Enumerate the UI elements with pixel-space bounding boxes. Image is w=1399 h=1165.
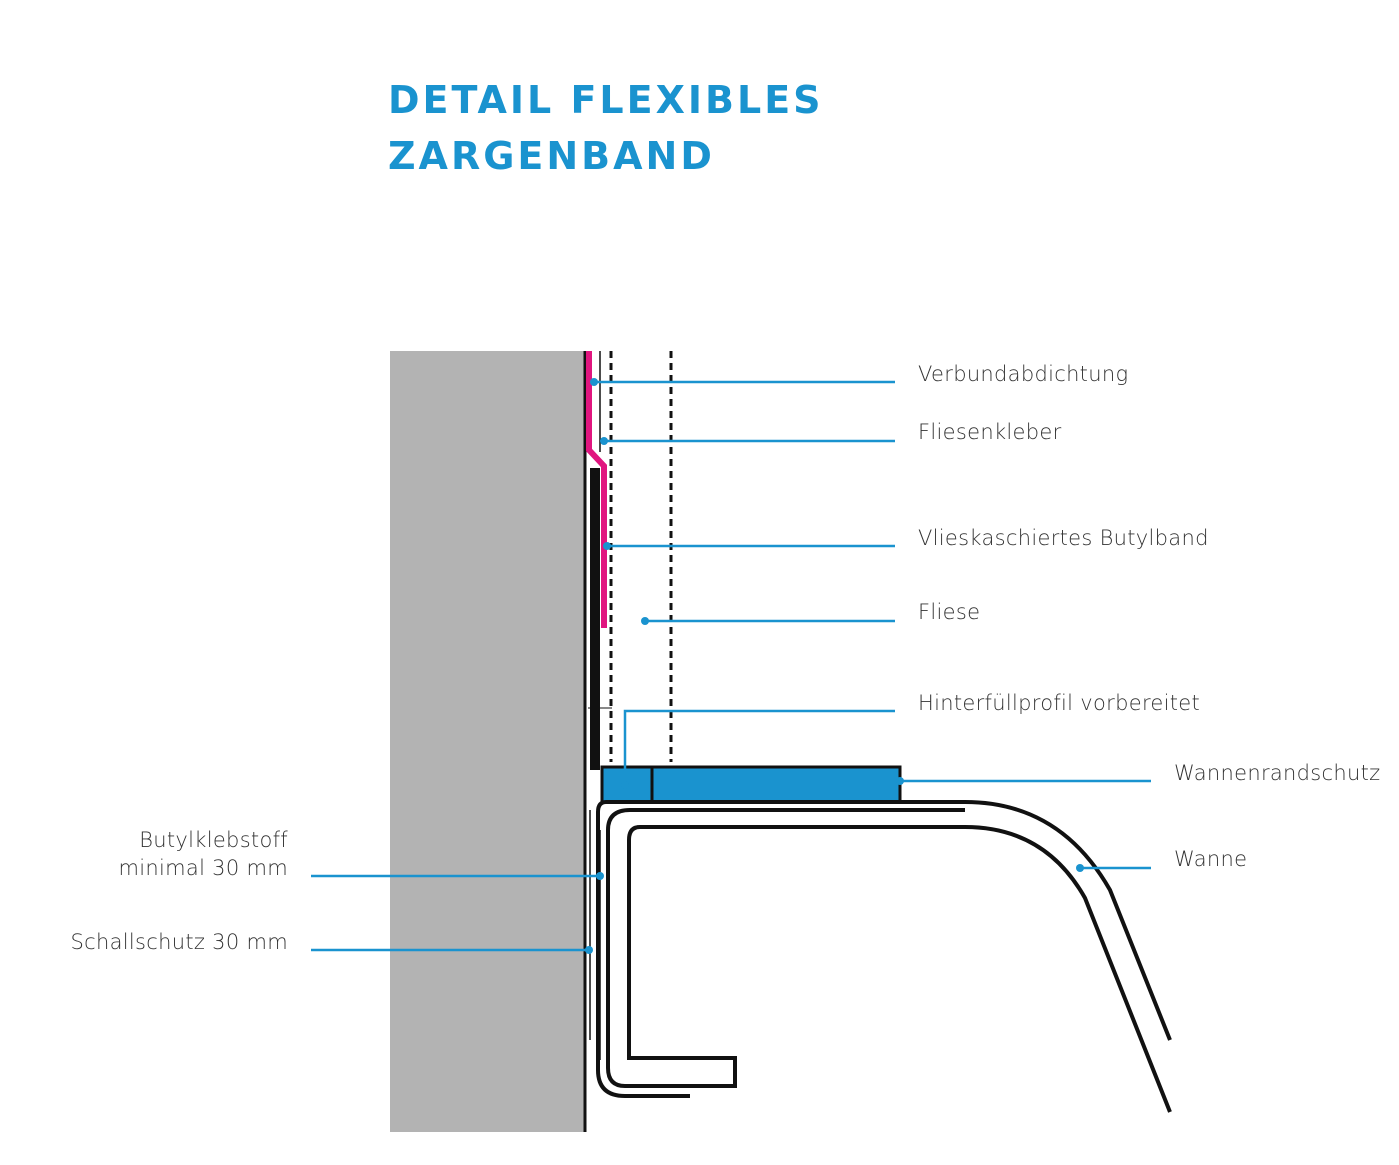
dot-wanne [1076, 864, 1084, 872]
label-butylband: Vlieskaschiertes Butylband [918, 526, 1209, 550]
label-fliesenkleber: Fliesenkleber [918, 420, 1062, 444]
wanne-inner-curve [964, 825, 1172, 1113]
label-schallschutz: Schallschutz 30 mm [70, 930, 288, 954]
dot-fliese [641, 617, 649, 625]
label-verbundabdichtung: Verbundabdichtung [918, 362, 1129, 386]
leader-hinterfuellprofil [623, 709, 895, 785]
label-butylklebstoff-line1: Butylklebstoff [139, 828, 288, 852]
label-fliese: Fliese [918, 600, 981, 624]
label-wanne: Wanne [1174, 847, 1248, 871]
label-hinterfuellprofil: Hinterfüllprofil vorbereitet [918, 691, 1201, 715]
wall [390, 351, 584, 1132]
title-line-2: ZARGENBAND [388, 134, 715, 178]
dot-fliesenkleber [600, 437, 608, 445]
label-wannenrandschutz: Wannenrandschutz [1174, 761, 1381, 785]
butylband-layer [590, 468, 600, 770]
wanne-outer [596, 800, 965, 1098]
dot-schallschutz [585, 946, 593, 954]
wanne-outer-curve [964, 800, 1172, 1041]
dot-butylband [603, 542, 611, 550]
label-butylklebstoff-line2: minimal 30 mm [118, 856, 288, 880]
wannenrandschutz [650, 765, 902, 804]
dot-butylklebstoff [596, 872, 604, 880]
diagram-title: DETAIL FLEXIBLES ZARGENBAND [388, 72, 824, 184]
title-line-1: DETAIL FLEXIBLES [388, 78, 824, 122]
dot-wannenrandschutz [896, 777, 904, 785]
dot-hinterfuellprofil [621, 781, 629, 789]
wanne-inner [606, 808, 965, 1088]
dot-verbundabdichtung [590, 378, 598, 386]
